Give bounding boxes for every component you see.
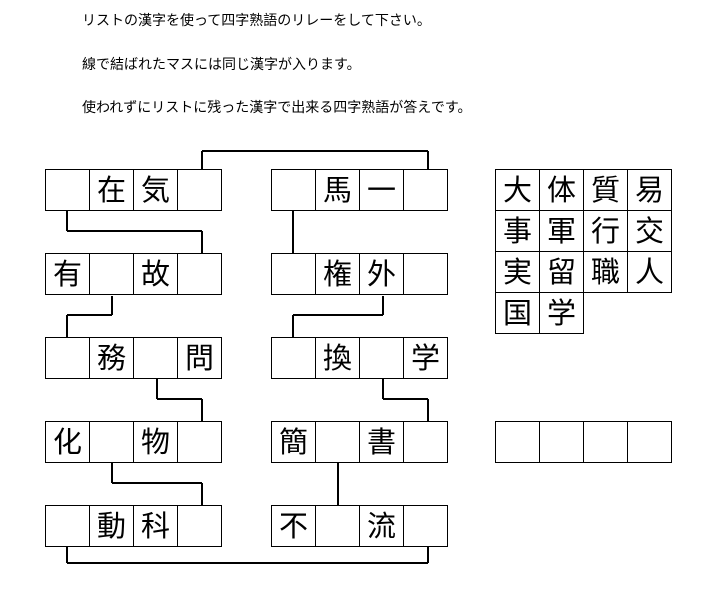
answer-cell[interactable] — [495, 421, 540, 463]
puzzle-cell[interactable]: 換 — [315, 337, 360, 379]
puzzle-cell[interactable]: 化 — [45, 421, 90, 463]
puzzle-cell[interactable]: 一 — [359, 169, 404, 211]
answer-cells — [495, 421, 672, 463]
puzzle-cell[interactable] — [89, 421, 134, 463]
kanji-list-cell: 交 — [627, 210, 672, 252]
kanji-list-cell: 学 — [539, 292, 584, 334]
puzzle-cell[interactable]: 気 — [133, 169, 178, 211]
puzzle-cell[interactable] — [403, 505, 448, 547]
puzzle-cell[interactable] — [45, 337, 90, 379]
puzzle-cell[interactable]: 務 — [89, 337, 134, 379]
puzzle-cell[interactable] — [133, 337, 178, 379]
puzzle-row: 有 故 — [45, 253, 222, 295]
puzzle-cell[interactable] — [177, 421, 222, 463]
puzzle-cell[interactable] — [359, 337, 404, 379]
puzzle-cell[interactable]: 在 — [89, 169, 134, 211]
puzzle-cell[interactable]: 簡 — [271, 421, 316, 463]
puzzle-row: 在 気 — [45, 169, 222, 211]
puzzle-cell[interactable]: 外 — [359, 253, 404, 295]
kanji-list-cell: 易 — [627, 169, 672, 211]
puzzle-cell[interactable] — [271, 253, 316, 295]
puzzle-cell[interactable]: 学 — [403, 337, 448, 379]
puzzle-cell[interactable]: 馬 — [315, 169, 360, 211]
puzzle-cell[interactable]: 動 — [89, 505, 134, 547]
puzzle-cell[interactable]: 書 — [359, 421, 404, 463]
kanji-list-row: 大 体 質 易 — [495, 169, 672, 211]
kanji-list-cell: 行 — [583, 210, 628, 252]
answer-cell[interactable] — [539, 421, 584, 463]
puzzle-row: 化 物 — [45, 421, 222, 463]
puzzle-row: 動 科 — [45, 505, 222, 547]
kanji-list-row: 国 学 — [495, 292, 584, 334]
puzzle-cell[interactable]: 権 — [315, 253, 360, 295]
kanji-list-cell: 質 — [583, 169, 628, 211]
kanji-list-row: 事 軍 行 交 — [495, 210, 672, 252]
puzzle-row: 不 流 — [271, 505, 448, 547]
kanji-list-cell: 人 — [627, 251, 672, 293]
puzzle-cell[interactable] — [403, 421, 448, 463]
kanji-list-cell: 国 — [495, 292, 540, 334]
kanji-list-cell: 実 — [495, 251, 540, 293]
puzzle-cell[interactable] — [271, 337, 316, 379]
puzzle-row: 務 問 — [45, 337, 222, 379]
kanji-list-cell: 職 — [583, 251, 628, 293]
puzzle-row: 簡 書 — [271, 421, 448, 463]
puzzle-cell[interactable]: 不 — [271, 505, 316, 547]
puzzle-cell[interactable]: 科 — [133, 505, 178, 547]
puzzle-cell[interactable] — [89, 253, 134, 295]
puzzle-cell[interactable]: 故 — [133, 253, 178, 295]
puzzle-cell[interactable] — [177, 505, 222, 547]
kanji-list-cell: 事 — [495, 210, 540, 252]
puzzle-cell[interactable] — [271, 169, 316, 211]
kanji-list-cell: 留 — [539, 251, 584, 293]
puzzle-cell[interactable] — [403, 169, 448, 211]
puzzle-cell[interactable]: 流 — [359, 505, 404, 547]
kanji-list-cell: 体 — [539, 169, 584, 211]
puzzle-cell[interactable] — [45, 505, 90, 547]
kanji-list-cell: 軍 — [539, 210, 584, 252]
puzzle-cell[interactable] — [177, 169, 222, 211]
instruction-line-1: リストの漢字を使って四字熟語のリレーをして下さい。 — [82, 13, 431, 29]
puzzle-row: 権 外 — [271, 253, 448, 295]
puzzle-row: 馬 一 — [271, 169, 448, 211]
puzzle-cell[interactable] — [315, 505, 360, 547]
puzzle-cell[interactable]: 問 — [177, 337, 222, 379]
puzzle-row: 換 学 — [271, 337, 448, 379]
puzzle-cell[interactable] — [403, 253, 448, 295]
instruction-line-3: 使われずにリストに残った漢字で出来る四字熟語が答えです。 — [82, 100, 472, 116]
puzzle-cell[interactable] — [45, 169, 90, 211]
puzzle-cell[interactable]: 物 — [133, 421, 178, 463]
puzzle-cell[interactable]: 有 — [45, 253, 90, 295]
answer-cell[interactable] — [583, 421, 628, 463]
puzzle-cell[interactable] — [177, 253, 222, 295]
kanji-list-cell: 大 — [495, 169, 540, 211]
answer-cell[interactable] — [627, 421, 672, 463]
puzzle-cell[interactable] — [315, 421, 360, 463]
instruction-line-2: 線で結ばれたマスには同じ漢字が入ります。 — [82, 57, 361, 73]
kanji-list-row: 実 留 職 人 — [495, 251, 672, 293]
